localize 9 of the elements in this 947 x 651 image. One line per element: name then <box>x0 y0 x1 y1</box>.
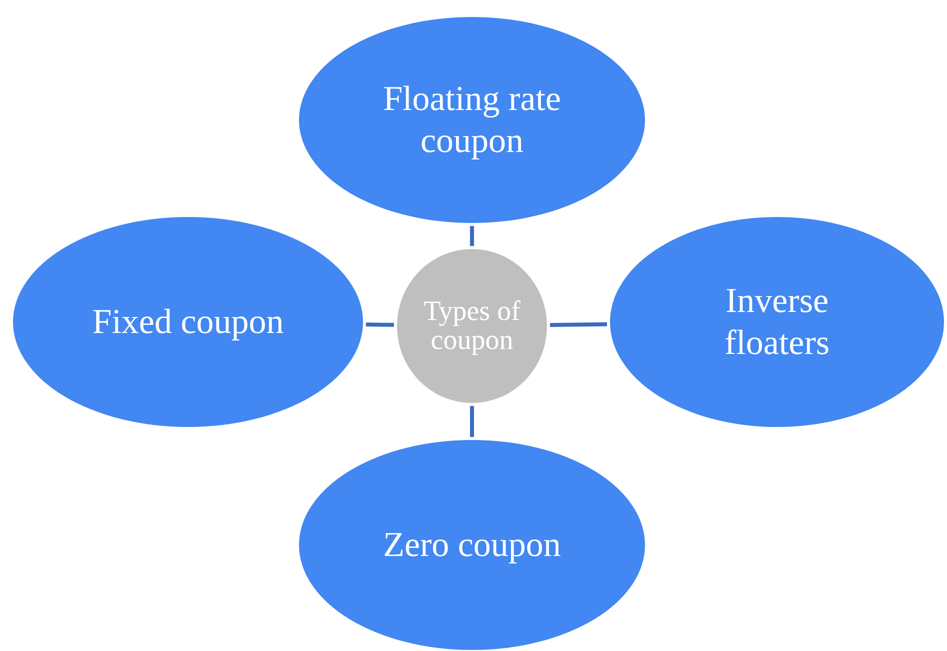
topic-label: Fixed coupon <box>91 301 285 343</box>
connector-line <box>550 322 608 327</box>
hub-label: Types of coupon <box>422 296 522 356</box>
topic-label: Floating rate coupon <box>382 78 562 162</box>
connector-line <box>470 226 474 246</box>
connector-line <box>470 406 474 437</box>
connector-line <box>366 322 394 327</box>
topic-label: Zero coupon <box>382 524 562 566</box>
topic-label: Inverse floaters <box>724 280 830 364</box>
